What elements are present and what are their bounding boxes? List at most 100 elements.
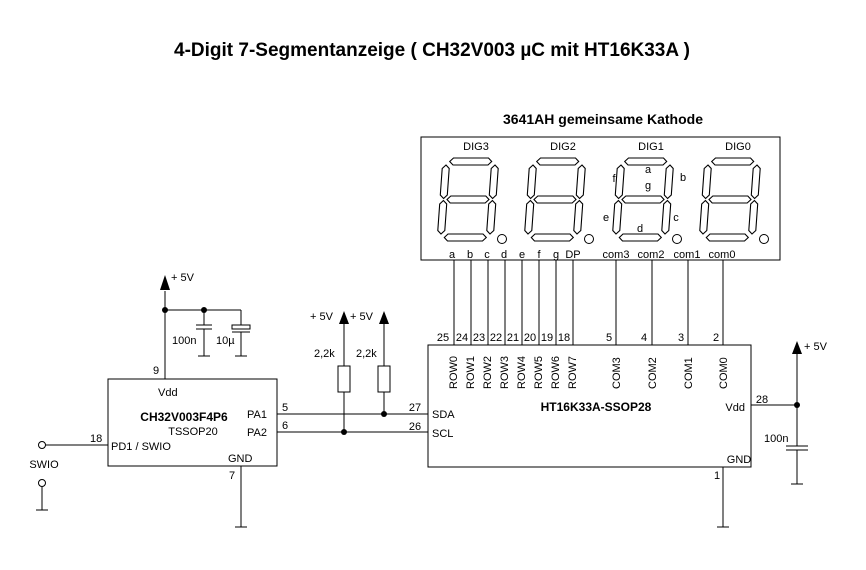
display-pin-com0: com0 bbox=[709, 249, 736, 261]
segment-g bbox=[708, 195, 752, 204]
display-pin-dp: DP bbox=[565, 249, 580, 261]
digit-dig0 bbox=[699, 157, 769, 244]
swio-ground-terminal-icon bbox=[38, 479, 46, 487]
segment-label-g: g bbox=[645, 180, 651, 192]
driver-label-com0: COM0 bbox=[718, 357, 730, 389]
mcu-supply-label: + 5V bbox=[171, 272, 195, 284]
segment-b bbox=[750, 164, 761, 200]
pullup-resistor-2 bbox=[377, 365, 391, 393]
pullup-1-supply-arrow-icon bbox=[339, 311, 349, 324]
display-pin-com3: com3 bbox=[603, 249, 630, 261]
driver-supply: + 5V 100n bbox=[764, 341, 828, 485]
driver-label-row4: ROW4 bbox=[516, 356, 528, 389]
segment-e bbox=[524, 199, 535, 235]
digit-dig2 bbox=[524, 157, 594, 244]
driver-pin-20: 20 bbox=[524, 332, 536, 344]
segment-d bbox=[530, 233, 575, 242]
mcu-label-pd1: PD1 / SWIO bbox=[111, 441, 171, 453]
pullup-2-supply-label: + 5V bbox=[350, 311, 374, 323]
mcu-package: TSSOP20 bbox=[168, 426, 218, 438]
mcu-cap-10u-label: 10µ bbox=[216, 335, 235, 347]
segment-f bbox=[614, 164, 625, 200]
segment-a bbox=[448, 157, 493, 166]
display-pin-e: e bbox=[519, 249, 525, 261]
driver-label-com1: COM1 bbox=[683, 357, 695, 389]
driver-label-com2: COM2 bbox=[647, 357, 659, 389]
driver-label-row1: ROW1 bbox=[465, 356, 477, 389]
driver-label-scl: SCL bbox=[432, 428, 453, 440]
driver-label-row3: ROW3 bbox=[499, 356, 511, 389]
swio-connector: SWIO bbox=[29, 441, 59, 511]
segment-f bbox=[701, 164, 712, 200]
swio-label: SWIO bbox=[29, 459, 59, 471]
driver-pin-4: 4 bbox=[641, 332, 647, 344]
decimal-point bbox=[759, 234, 769, 244]
segment-label-d: d bbox=[637, 223, 643, 235]
pullup-resistor-1-label: 2,2k bbox=[314, 348, 335, 360]
driver-body bbox=[427, 344, 752, 468]
ch32v003-mcu: CH32V003F4P6 TSSOP20 Vdd PA1 PA2 PD1 / S… bbox=[45, 272, 278, 528]
segment-b bbox=[663, 164, 674, 200]
mcu-name: CH32V003F4P6 bbox=[140, 410, 228, 424]
mcu-label-pa2: PA2 bbox=[247, 427, 267, 439]
mcu-pin-6: 6 bbox=[282, 420, 288, 432]
driver-label-vdd: Vdd bbox=[725, 402, 745, 414]
driver-pin-27: 27 bbox=[409, 402, 421, 414]
display-pin-a: a bbox=[449, 249, 456, 261]
display-pin-b: b bbox=[467, 249, 473, 261]
driver-pin-21: 21 bbox=[507, 332, 519, 344]
mcu-supply-arrow-icon bbox=[160, 275, 170, 290]
mcu-label-gnd: GND bbox=[228, 453, 253, 465]
segment-a bbox=[710, 157, 755, 166]
pullup-2-supply-arrow-icon bbox=[379, 311, 389, 324]
mcu-label-vdd: Vdd bbox=[158, 387, 178, 399]
display-pin-f: f bbox=[537, 249, 541, 261]
driver-pin-24: 24 bbox=[456, 332, 468, 344]
mcu-body bbox=[107, 378, 278, 467]
segment-e bbox=[612, 199, 623, 235]
display-title: 3641AH gemeinsame Kathode bbox=[503, 111, 703, 127]
driver-pin-26: 26 bbox=[409, 421, 421, 433]
display-pin-g: g bbox=[553, 249, 559, 261]
driver-pin-18: 18 bbox=[558, 332, 570, 344]
driver-label-sda: SDA bbox=[432, 409, 455, 421]
segment-label-c: c bbox=[673, 212, 679, 224]
pullup-resistor-2-label: 2,2k bbox=[356, 348, 377, 360]
diagram-title: 4-Digit 7-Segmentanzeige ( CH32V003 µC m… bbox=[174, 40, 690, 61]
segment-b bbox=[488, 164, 499, 200]
pullup-1-supply-label: + 5V bbox=[310, 311, 334, 323]
segment-a bbox=[535, 157, 580, 166]
segment-b bbox=[575, 164, 586, 200]
segment-c bbox=[661, 199, 672, 235]
segment-g bbox=[446, 195, 490, 204]
digit-dig1 bbox=[612, 157, 682, 244]
seven-segment-display: DIG3 DIG2 DIG1 DIG0 a b c d e f g a b c … bbox=[420, 136, 781, 261]
driver-supply-arrow-icon bbox=[792, 341, 802, 354]
display-pin-d: d bbox=[501, 249, 507, 261]
display-pin-com2: com2 bbox=[638, 249, 665, 261]
segment-d bbox=[443, 233, 488, 242]
segment-g bbox=[621, 195, 665, 204]
segment-c bbox=[486, 199, 497, 235]
driver-pin-28: 28 bbox=[756, 394, 768, 406]
segment-label-b: b bbox=[680, 172, 686, 184]
segment-e bbox=[699, 199, 710, 235]
digit-label-dig1: DIG1 bbox=[638, 141, 664, 153]
driver-pin-23: 23 bbox=[473, 332, 485, 344]
driver-label-row2: ROW2 bbox=[482, 356, 494, 389]
digit-label-dig2: DIG2 bbox=[550, 141, 576, 153]
driver-pin-5: 5 bbox=[606, 332, 612, 344]
display-pin-c: c bbox=[484, 249, 490, 261]
i2c-bus: 5 6 + 5V 2,2k + 5V 2,2k bbox=[277, 311, 428, 435]
segment-a bbox=[623, 157, 668, 166]
driver-pin-22: 22 bbox=[490, 332, 502, 344]
swio-terminal-icon bbox=[38, 441, 46, 449]
mcu-pin-7: 7 bbox=[229, 470, 235, 482]
decimal-point bbox=[672, 234, 682, 244]
display-pin-com1: com1 bbox=[674, 249, 701, 261]
digit-dig3 bbox=[437, 157, 507, 244]
decimal-point bbox=[497, 234, 507, 244]
driver-pin-2: 2 bbox=[713, 332, 719, 344]
driver-pin-25: 25 bbox=[437, 332, 449, 344]
